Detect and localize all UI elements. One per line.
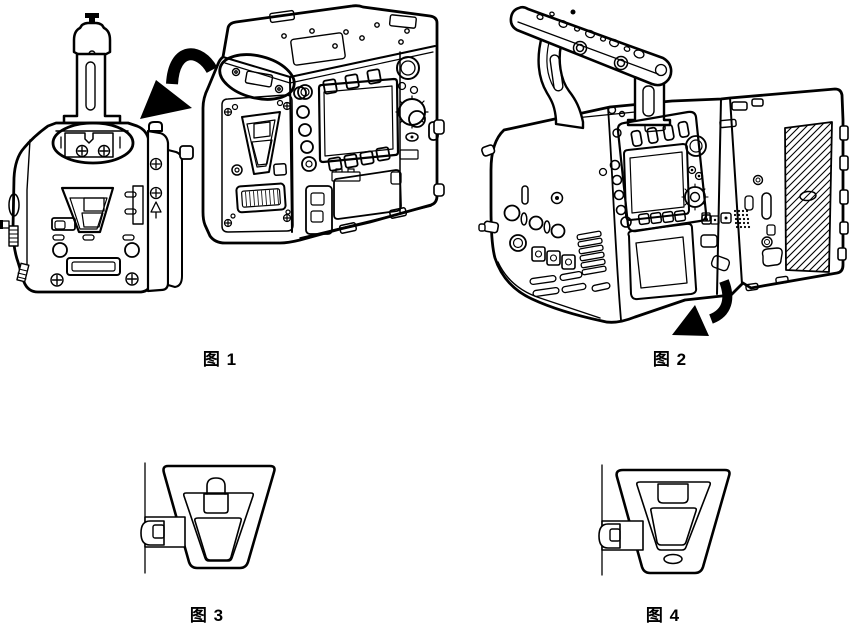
battery-holder-rear-view	[0, 13, 194, 294]
figure-3	[120, 450, 300, 600]
camera-highlight-ellipse	[218, 53, 296, 101]
jog-dial	[395, 95, 429, 129]
figure-3-illustration	[140, 462, 276, 574]
figure-1-illustration	[0, 4, 445, 294]
latch-pin-released	[140, 516, 186, 548]
figure-2-caption: 图 2	[652, 350, 688, 369]
rear-module	[700, 98, 849, 292]
mount-screws	[75, 144, 111, 158]
side-screen	[623, 143, 690, 221]
vent-slats	[529, 230, 611, 298]
figure-4-caption: 图 4	[645, 606, 681, 625]
camera-battery-connector	[235, 182, 287, 214]
open-media-slot	[627, 222, 698, 301]
figure-4-illustration	[598, 464, 731, 576]
side-buttons-column	[293, 86, 317, 172]
v-wedge-seated	[615, 468, 731, 575]
removal-arrow	[140, 48, 218, 119]
v-wedge-released	[162, 464, 276, 570]
menu-knob	[681, 183, 709, 211]
figure-2-illustration	[478, 5, 849, 336]
camera-rear-three-quarter-view	[201, 4, 445, 245]
figure-1	[0, 0, 460, 340]
front-connector-panel	[503, 185, 576, 270]
figure-3-caption: 图 3	[189, 606, 225, 625]
figure-4	[580, 450, 760, 600]
camera-screen	[317, 77, 400, 164]
speaker-holes	[733, 209, 751, 229]
figure-2	[440, 0, 853, 345]
module-release-arm	[132, 121, 194, 293]
detach-arrow	[672, 279, 733, 336]
module-highlight-ellipse	[51, 121, 135, 165]
latch-pin-seated	[598, 520, 644, 551]
plate-corner-screws	[223, 101, 292, 228]
handle-mount-holes	[536, 11, 668, 77]
figure-1-caption: 图 1	[202, 350, 238, 369]
camera-v-wedge	[231, 99, 288, 177]
module-connector	[66, 257, 121, 276]
carry-handle	[509, 5, 673, 130]
module-handle	[62, 13, 122, 125]
